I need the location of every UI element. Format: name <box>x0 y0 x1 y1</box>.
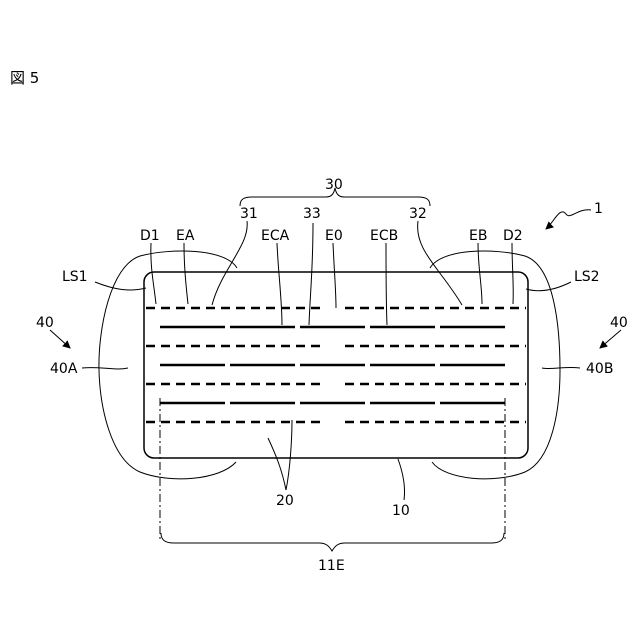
leader-10 <box>398 459 405 500</box>
label-1: 1 <box>594 201 603 217</box>
leader-e0 <box>333 243 336 308</box>
label-40-left: 40 <box>36 315 54 331</box>
label-32: 32 <box>409 206 427 222</box>
label-ea: EA <box>176 228 195 244</box>
label-31: 31 <box>240 206 258 222</box>
arrow-1 <box>546 210 591 229</box>
leader-ls1 <box>95 282 146 290</box>
leader-ea <box>184 243 188 304</box>
brace-11e <box>161 533 504 551</box>
leader-eca <box>277 243 282 325</box>
label-d1: D1 <box>140 228 160 244</box>
label-ls2: LS2 <box>574 269 600 285</box>
label-30: 30 <box>325 177 343 193</box>
leader-d2 <box>512 243 513 304</box>
label-ecb: ECB <box>370 228 398 244</box>
arrow-40-left <box>50 330 70 348</box>
leader-40a <box>82 368 128 369</box>
label-eca: ECA <box>261 228 290 244</box>
leader-32 <box>418 221 462 305</box>
label-e0: E0 <box>325 228 343 244</box>
leader-31 <box>212 221 247 305</box>
label-33: 33 <box>303 206 321 222</box>
leader-33 <box>309 223 313 325</box>
label-40a: 40A <box>50 361 78 377</box>
label-20: 20 <box>276 493 294 509</box>
label-eb: EB <box>469 228 487 244</box>
leader-20-a <box>268 438 286 490</box>
leader-40b <box>542 367 580 368</box>
leader-ecb <box>386 243 387 325</box>
label-11e: 11E <box>318 558 345 574</box>
label-d2: D2 <box>503 228 523 244</box>
arrow-40-right <box>600 330 621 348</box>
label-40b: 40B <box>586 361 613 377</box>
label-40-right: 40 <box>610 315 628 331</box>
leader-20-b <box>286 420 292 490</box>
figure-title: 図 5 <box>10 69 39 87</box>
label-ls1: LS1 <box>62 269 88 285</box>
label-10: 10 <box>392 503 410 519</box>
leader-d1 <box>151 243 156 304</box>
leader-eb <box>478 243 482 304</box>
